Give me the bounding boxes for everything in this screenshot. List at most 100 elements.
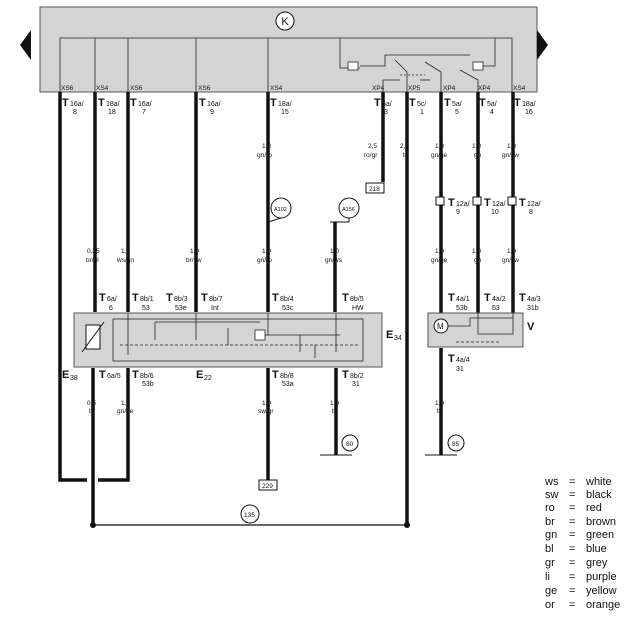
pin-term: 53a xyxy=(282,381,294,388)
pin-sub: 5c/ xyxy=(417,101,426,108)
pin-sub: 8b/5 xyxy=(350,296,364,303)
legend-row: li = purple xyxy=(545,571,617,583)
pin-num: 18 xyxy=(108,109,116,116)
wire-size: 1,0 xyxy=(472,143,481,150)
pin-main: T xyxy=(199,97,206,109)
ref-circle-80 xyxy=(341,434,359,452)
wire-size: 0,35 xyxy=(87,248,100,255)
splice-a156-label: A156 xyxy=(342,207,355,213)
top-pin-designator: T 18a/ 18 xyxy=(98,97,120,116)
connector-prefix: XS4 xyxy=(270,85,283,92)
pin-main: T xyxy=(444,97,451,109)
pin-term: 53b xyxy=(142,381,154,388)
legend-abbr: li xyxy=(545,571,550,583)
wire-color: gn/ge xyxy=(431,257,448,264)
wire-size: 2,5 xyxy=(400,143,409,150)
legend-row: sw = black xyxy=(545,489,612,501)
legend-name: yellow xyxy=(586,585,617,597)
ref-135-label: 135 xyxy=(244,512,255,519)
component-e34-main: E xyxy=(386,329,393,341)
legend-abbr: gr xyxy=(545,557,555,569)
pin-main: T xyxy=(448,292,455,304)
pin-sub: 8b/1 xyxy=(140,296,154,303)
pin-main: T xyxy=(519,292,526,304)
pin-main: T xyxy=(484,197,491,209)
pin-sub: 5a/ xyxy=(382,101,392,108)
pin-sub: 4a/2 xyxy=(492,296,506,303)
top-pin-designator: T 18a/ 16 xyxy=(514,97,536,116)
pin-num: 1 xyxy=(420,109,424,116)
pin-sub: 8b/8 xyxy=(280,373,294,380)
pin-main: T xyxy=(342,369,349,381)
motor-m-label: M xyxy=(437,322,444,331)
wire-color: ws/gn xyxy=(116,257,134,264)
ref-circle-135 xyxy=(240,504,260,524)
pin-term: 53 xyxy=(492,305,500,312)
wire-e22-53b xyxy=(98,368,130,482)
wire-color: gn/sw xyxy=(502,257,519,264)
legend-abbr: gn xyxy=(545,529,557,541)
pin-sub: 16a/ xyxy=(207,101,221,108)
legend-eq: = xyxy=(569,516,575,528)
legend-name: blue xyxy=(586,543,607,555)
left-continuation-arrow xyxy=(20,30,31,60)
wire-size: 1,0 xyxy=(435,248,444,255)
top-connector-labels: XS6 XS4 XS6 XS6 XS4 XP4 XP5 XP4 XP4 XS4 … xyxy=(61,85,536,116)
component-e38-main: E xyxy=(62,369,69,381)
wire-size: 1,0 xyxy=(507,143,516,150)
wire-color: gn/ge xyxy=(431,152,448,159)
ref-box-218 xyxy=(365,182,385,194)
legend-row: ro = red xyxy=(545,502,602,514)
ref-box-229 xyxy=(258,479,278,491)
legend-eq: = xyxy=(569,599,575,611)
pin-sub: 5a/ xyxy=(487,101,497,108)
connector-prefix: XS4 xyxy=(96,85,109,92)
legend-eq: = xyxy=(569,543,575,555)
pin-sub: 6a/5 xyxy=(107,373,121,380)
legend-abbr: ge xyxy=(545,585,557,597)
relay-k-label: K xyxy=(281,16,289,28)
pin-main: T xyxy=(62,97,69,109)
pin-main: T xyxy=(409,97,416,109)
legend-abbr: sw xyxy=(545,489,559,501)
switch-bottom-pins: T 6a/5 T 8b/6 53b T 8b/8 53a T 8b/2 31 T… xyxy=(99,353,470,388)
color-legend: ws = white sw = black ro = red br = brow… xyxy=(544,476,620,611)
wire-size: 1,0 xyxy=(262,143,271,150)
ref-circle-85 xyxy=(447,434,465,452)
mid-wire-labels: 0,35 br/bl 1,0 ws/gn 1,0 br/sw 1,0 gn/ro… xyxy=(86,248,519,264)
pin-main: T xyxy=(132,369,139,381)
pin-sub: 16a/ xyxy=(70,101,84,108)
legend-name: brown xyxy=(586,516,616,528)
pin-main: T xyxy=(519,197,526,209)
pin-sub: 8b/2 xyxy=(350,373,364,380)
top-pin-designator: T 16a/ 9 xyxy=(199,97,221,116)
lower-wire-labels: 0,5 br 1,0 gn/ge 1,0 sw/gr 1,0 br 1,0 br xyxy=(87,400,444,415)
component-e22-sub: 22 xyxy=(204,375,212,382)
legend-row: bl = blue xyxy=(545,543,607,555)
relay-k-symbol xyxy=(275,11,295,31)
splice-a102-label: A102 xyxy=(274,207,287,213)
pin-num: 4 xyxy=(490,109,494,116)
top-pin-designator: T 18a/ 15 xyxy=(270,97,292,116)
wire-color: gn/ge xyxy=(117,408,134,415)
pin-sub: 8b/6 xyxy=(140,373,154,380)
wire-color: br xyxy=(437,408,444,415)
legend-row: gn = green xyxy=(545,529,614,541)
legend-eq: = xyxy=(569,571,575,583)
top-pin-designator: T 5a/ 3 xyxy=(374,97,392,116)
connector-prefix: XP4 xyxy=(443,85,456,92)
pin-sub: 12a/ xyxy=(527,201,541,208)
legend-row: ws = white xyxy=(544,476,612,488)
pin-main: T xyxy=(201,292,208,304)
wire-color: gn/sw xyxy=(502,152,519,159)
legend-name: grey xyxy=(586,557,608,569)
wire-size: 1,0 xyxy=(262,400,271,407)
pin-num: 7 xyxy=(142,109,146,116)
legend-eq: = xyxy=(569,476,575,488)
legend-eq: = xyxy=(569,502,575,514)
wire-size: 1,0 xyxy=(435,400,444,407)
ref-218-label: 218 xyxy=(369,186,380,193)
pin-main: T xyxy=(374,97,381,109)
t12a-connectors: T 12a/ 9 T 12a/ 10 T 12a/ 8 xyxy=(435,196,541,216)
wire-size: 1,0 xyxy=(262,248,271,255)
